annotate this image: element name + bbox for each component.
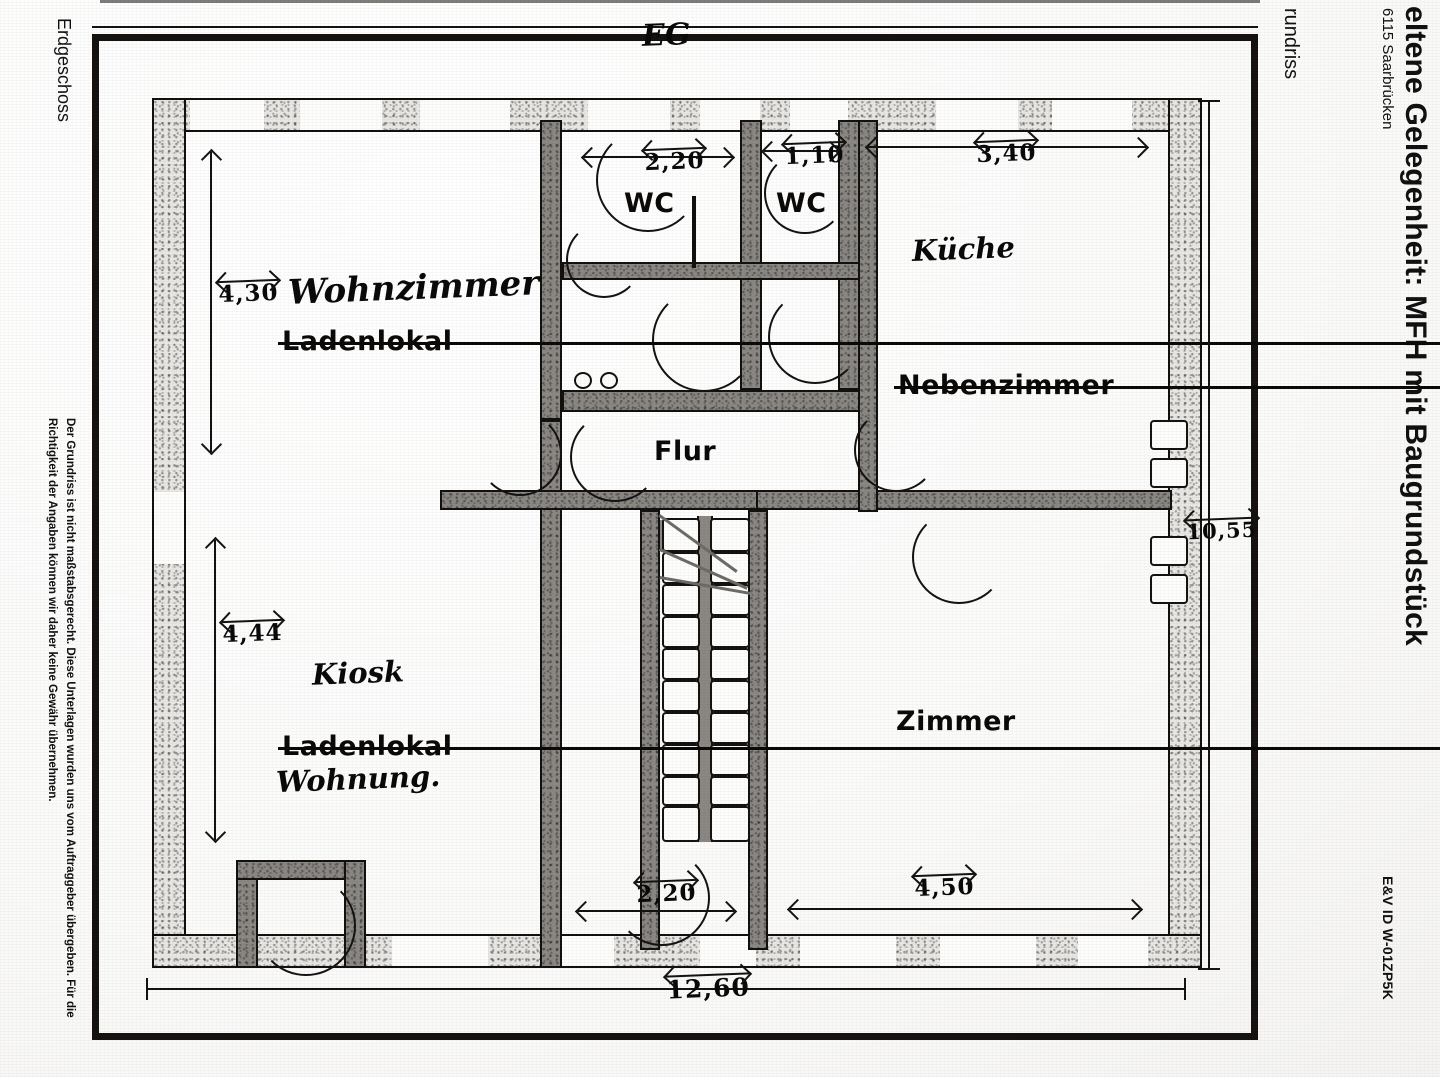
window-west-1 — [152, 492, 186, 564]
room-annotation-wohnung: Wohnung. — [275, 758, 441, 800]
dimension-label-kueche: 3,40 — [975, 138, 1038, 169]
stair-tread — [710, 776, 750, 806]
interior-wall-core-west-upper — [540, 120, 562, 420]
room-annotation-kiosk: Kiosk — [311, 654, 405, 692]
interior-wall-stair-east — [748, 510, 768, 950]
dimension-arrow-zimmer — [790, 908, 1140, 910]
room-label-wc-left: WC — [624, 188, 675, 219]
floor-marker-eg: EG — [641, 17, 692, 54]
stair-tread — [662, 712, 700, 744]
scan-edge — [100, 0, 1260, 3]
wall-niche-3 — [1150, 536, 1188, 566]
window-north-7 — [936, 98, 1018, 132]
stair-tread — [662, 648, 700, 680]
stair-tread — [662, 616, 700, 648]
stair-tread — [710, 616, 750, 648]
dimension-label-left-lower: 4,44 — [221, 618, 284, 649]
window-south-5 — [940, 934, 1036, 968]
door-arc-wc-left — [596, 128, 700, 232]
stair-tread — [662, 584, 700, 616]
room-label-ladenlokal-lower: Ladenlokal — [278, 731, 1440, 762]
stair-tread — [710, 518, 750, 552]
ev-id-label: E&V ID W-01ZP5K — [1380, 876, 1396, 1001]
stair-tread — [710, 552, 750, 584]
wall-niche-4 — [1150, 574, 1188, 604]
room-label-flur: Flur — [654, 436, 717, 467]
grundriss-caption: rundriss — [1280, 8, 1302, 80]
dimension-label-wc-left: 2,20 — [643, 146, 706, 177]
dimension-label-wc-right: 1,10 — [783, 140, 846, 171]
dimension-tick-left — [146, 978, 148, 1000]
window-north-2 — [300, 98, 382, 132]
dimension-tick-bottom — [1198, 968, 1220, 970]
dimension-label-left-upper: 4,30 — [217, 278, 280, 309]
room-label-ladenlokal-upper: Ladenlokal — [278, 326, 1440, 357]
wall-niche-1 — [1150, 420, 1188, 450]
window-north-8 — [1052, 98, 1132, 132]
frame-border-bottom — [92, 1033, 1258, 1040]
door-arc-bath-2 — [652, 288, 756, 392]
room-label-wc-right: WC — [776, 188, 827, 219]
room-label-nebenzimmer: Nebenzimmer — [894, 370, 1440, 401]
door-arc-bath-3 — [768, 290, 862, 384]
frame-border-left — [92, 34, 99, 1040]
dimension-arrow-left-lower — [214, 540, 216, 840]
wall-niche-2 — [1150, 458, 1188, 488]
listing-address: 6115 Saarbrücken — [1379, 8, 1396, 130]
disclaimer-text: Der Grundriss ist nicht maßstabsgerecht.… — [46, 418, 76, 1018]
window-south-4 — [800, 934, 896, 968]
window-north-1 — [190, 98, 264, 132]
room-annotation-wohnzimmer: Wohnzimmer — [287, 263, 540, 313]
stair-tread — [710, 806, 750, 842]
stair-tread — [710, 712, 750, 744]
door-arc-flur-west — [570, 412, 660, 502]
frame-border-top — [92, 34, 1258, 41]
door-arc-entrance — [256, 876, 356, 976]
window-north-3 — [420, 98, 510, 132]
dimension-tick-top — [1198, 100, 1220, 102]
door-arc-stair-bay — [614, 850, 710, 946]
door-arc-bath-1 — [566, 222, 642, 298]
dimension-arrow-stair-bay — [578, 910, 734, 912]
dimension-tick-right — [1184, 978, 1186, 1000]
interior-wall-flur-north — [562, 390, 862, 412]
door-arc-wc-right — [764, 152, 846, 234]
sink-fixture-1 — [574, 372, 592, 389]
room-label-zimmer: Zimmer — [896, 706, 1016, 737]
interior-wall-stair-west — [640, 510, 660, 950]
dimension-label-stair-bay: 2,20 — [635, 878, 698, 909]
stair-tread — [662, 806, 700, 842]
stair-tread — [662, 680, 700, 712]
dimension-arrow-left-upper — [210, 152, 212, 452]
window-south-1 — [392, 934, 488, 968]
interior-wall-zimmer-north — [756, 490, 1172, 510]
interior-wall-kueche-west — [858, 120, 878, 512]
room-annotation-kueche: Küche — [911, 230, 1016, 268]
stair-tread — [662, 776, 700, 806]
interior-wall-core-west-lower — [540, 420, 562, 968]
door-leaf-wc-left — [692, 196, 696, 268]
frame-border-top-outer — [92, 26, 1258, 28]
window-south-3 — [700, 934, 756, 968]
window-north-4 — [588, 98, 670, 132]
floor-label: Erdgeschoss — [54, 18, 74, 123]
window-south-2 — [560, 934, 614, 968]
window-south-6 — [1078, 934, 1148, 968]
dimension-label-overall-height: 10,55 — [1185, 516, 1258, 545]
door-arc-wohnzimmer — [478, 412, 562, 496]
sink-fixture-2 — [600, 372, 618, 389]
stair-tread — [710, 648, 750, 680]
dimension-label-zimmer: 4,50 — [913, 872, 976, 903]
door-arc-zimmer — [912, 510, 1006, 604]
stair-tread — [710, 680, 750, 712]
dimension-label-overall-width: 12,60 — [665, 972, 751, 1005]
door-arc-kueche — [854, 408, 938, 492]
